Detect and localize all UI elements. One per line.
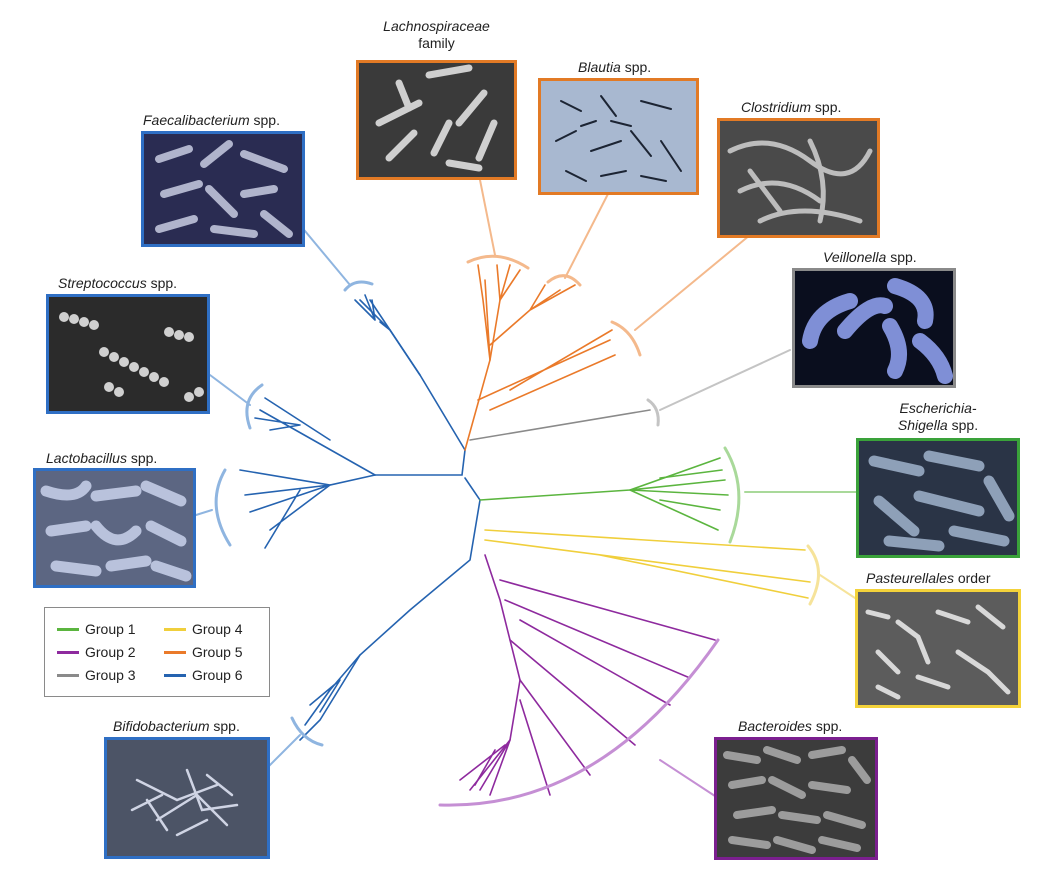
- micrograph-faecalibacterium: [141, 131, 305, 247]
- label-streptococcus: Streptococcus spp.: [58, 275, 178, 291]
- micrograph-bifidobacterium: [104, 737, 270, 859]
- label-lactobacillus: Lactobacillus spp.: [46, 450, 158, 466]
- micrograph-blautia: [538, 78, 699, 195]
- micrograph-clostridium: [717, 118, 880, 238]
- branch-group-3: [469, 409, 651, 441]
- label-faecalibacterium: Faecalibacterium spp.: [143, 112, 280, 128]
- legend-swatch: [57, 650, 79, 654]
- label-veillonella: Veillonella spp.: [823, 249, 917, 265]
- micrograph-streptococcus: [46, 294, 210, 414]
- label-blautia: Blautia spp.: [578, 59, 652, 75]
- legend-item-group-4: Group 4: [164, 621, 243, 638]
- photo-connectors: [195, 179, 859, 799]
- branches-group-1: [479, 457, 729, 531]
- label-bifidobacterium: Bifidobacterium spp.: [113, 718, 240, 734]
- legend-swatch: [57, 627, 79, 631]
- branches-group-2: [459, 554, 716, 796]
- legend-swatch: [57, 673, 79, 677]
- micrograph-veillonella: [792, 268, 956, 388]
- legend-swatch: [164, 650, 186, 654]
- legend-item-group-5: Group 5: [164, 644, 243, 661]
- label-bacteroides: Bacteroides spp.: [738, 718, 843, 734]
- legend: Group 1 Group 2 Group 3 Group 4 Group 5 …: [44, 607, 270, 697]
- legend-swatch: [164, 627, 186, 631]
- micrograph-lactobacillus: [33, 468, 196, 588]
- legend-item-group-3: Group 3: [57, 667, 136, 684]
- legend-item-group-2: Group 2: [57, 644, 136, 661]
- label-pasteurellales: Pasteurellales order: [866, 570, 991, 586]
- branches-group-4: [484, 529, 811, 599]
- micrograph-pasteurellales: [855, 589, 1021, 708]
- group-arcs: [214, 254, 820, 807]
- label-escherichia: Escherichia-Shigella spp.: [897, 400, 979, 433]
- legend-swatch: [164, 673, 186, 677]
- branches-group-5: [464, 264, 616, 451]
- branches-group-6: [239, 294, 481, 741]
- legend-item-group-6: Group 6: [164, 667, 243, 684]
- micrograph-bacteroides: [714, 737, 878, 860]
- micrograph-escherichia: [856, 438, 1020, 558]
- label-clostridium: Clostridium spp.: [741, 99, 842, 115]
- legend-item-group-1: Group 1: [57, 621, 136, 638]
- micrograph-lachnospiraceae: [356, 60, 517, 180]
